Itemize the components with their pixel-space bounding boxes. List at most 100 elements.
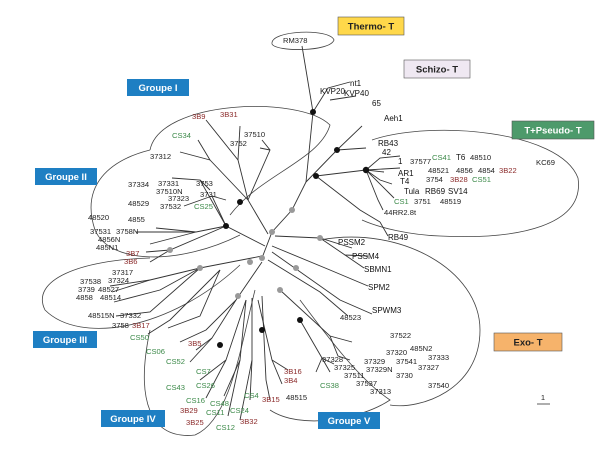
taxon-label: 4854 (478, 166, 495, 175)
node (223, 223, 229, 229)
taxon-label: 3731 (200, 190, 217, 199)
taxon-label: 3B7 (126, 249, 140, 258)
tip-labels: RM378 nt1 KVP20 KVP40 65 Aeh1 RB43 42 1 … (76, 36, 555, 432)
node (167, 247, 173, 253)
taxon-label: 3739 (78, 285, 95, 294)
taxon-label: 4858 (76, 293, 93, 302)
taxon-label: 37510N (156, 187, 183, 196)
taxon-label: RB49 (388, 233, 409, 242)
taxon-label: PSSM2 (338, 238, 366, 247)
taxon-label: CS52 (166, 357, 185, 366)
groupe-ii-label: Groupe II (45, 172, 87, 183)
taxon-label: 3B15 (262, 395, 280, 404)
taxon-label: Aeh1 (384, 114, 403, 123)
taxon-label: 3B28 (450, 175, 468, 184)
taxon-label: 48510 (470, 153, 491, 162)
node (259, 255, 265, 261)
taxon-label: CS4 (244, 391, 259, 400)
taxon-label: 3758 (112, 321, 129, 330)
groupe-iv-box: Groupe IV (101, 410, 165, 427)
taxon-label: 3B29 (180, 406, 198, 415)
node (277, 287, 283, 293)
taxon-label: 37537 (356, 379, 377, 388)
taxon-label: CS26 (196, 381, 215, 390)
exo-box: Exo- T (493, 332, 563, 352)
taxon-label: 3B6 (124, 257, 138, 266)
taxon-label: CS34 (172, 131, 191, 140)
taxon-label: 37541 (396, 357, 417, 366)
taxon-label: 48515N (88, 311, 115, 320)
tpseudo-label: T+Pseudo- T (524, 126, 581, 137)
taxon-label: 1 (398, 157, 403, 166)
taxon-label: 3754 (426, 175, 443, 184)
taxon-label: CS25 (194, 202, 213, 211)
taxon-label: SV14 (448, 187, 468, 196)
taxon-label: 37329N (366, 365, 393, 374)
groupe-iii-arc (42, 257, 241, 329)
node (293, 265, 299, 271)
taxon-label: 37331 (158, 179, 179, 188)
taxon-label: 65 (372, 99, 381, 108)
taxon-label: 37522 (390, 331, 411, 340)
tpseudo-arc (361, 129, 579, 237)
taxon-label: CS11 (206, 408, 224, 417)
scale-label: 1 (541, 393, 545, 402)
taxon-label: Tula (404, 187, 420, 196)
node (217, 342, 223, 348)
node (334, 147, 340, 153)
taxon-label: CS51 (472, 175, 491, 184)
taxon-label: CS16 (186, 396, 205, 405)
taxon-label: nt1 (350, 79, 362, 88)
schizo-box: Schizo- T (403, 59, 471, 79)
taxon-label: 3753 (196, 179, 213, 188)
exo-label: Exo- T (513, 338, 542, 349)
taxon-label: RB43 (378, 139, 399, 148)
taxon-label: SBMN1 (364, 265, 392, 274)
taxon-label: PSSM4 (352, 252, 380, 261)
taxon-label: 3B32 (240, 417, 258, 426)
taxon-label: 37313 (370, 387, 391, 396)
taxon-label: 37332 (120, 311, 141, 320)
taxon-label: T6 (456, 153, 466, 162)
taxon-label: 48529 (128, 199, 149, 208)
taxon-label: 3758N (116, 227, 138, 236)
taxon-label: 44RR2.8t (384, 208, 417, 217)
taxon-label: 3752 (230, 139, 247, 148)
taxon-label: 37324 (108, 276, 129, 285)
schizo-label: Schizo- T (416, 65, 458, 76)
taxon-label: CS48 (210, 399, 229, 408)
taxon-label: 485N2 (410, 344, 432, 353)
taxon-label: 48519 (440, 197, 461, 206)
taxon-label: 37531 (90, 227, 111, 236)
groupe-v-box: Groupe V (318, 412, 380, 429)
taxon-label: 3B31 (220, 110, 238, 119)
taxon-label: 37540 (428, 381, 449, 390)
taxon-label: 4855 (128, 215, 145, 224)
taxon-label: 42 (382, 148, 391, 157)
taxon-label: 37323 (168, 194, 189, 203)
taxon-label: AR1 (398, 169, 414, 178)
taxon-label: 37325 (334, 363, 355, 372)
taxon-label: SPWM3 (372, 306, 402, 315)
taxon-label: 3B4 (284, 376, 298, 385)
node (362, 166, 370, 174)
groupe-iii-label: Groupe III (43, 335, 87, 346)
thermo-label: Thermo- T (348, 22, 395, 33)
taxon-label: 3B25 (186, 418, 204, 427)
node (317, 235, 323, 241)
taxon-label: 37532 (160, 202, 181, 211)
taxon-label: RB69 (425, 187, 446, 196)
taxon-label: 37538 (80, 277, 101, 286)
groupe-v-arc (269, 299, 391, 422)
taxon-label: 37312 (150, 152, 171, 161)
taxon-label: KC69 (536, 158, 555, 167)
taxon-label: CS1 (394, 197, 409, 206)
taxon-label: SPM2 (368, 283, 390, 292)
taxon-label: CS38 (320, 381, 339, 390)
taxon-label: 485N1 (96, 243, 118, 252)
taxon-label: 4856N (98, 235, 120, 244)
taxon-label: CS50 (130, 333, 149, 342)
taxon-label: 4856 (456, 166, 473, 175)
node (235, 293, 241, 299)
node (247, 259, 253, 265)
